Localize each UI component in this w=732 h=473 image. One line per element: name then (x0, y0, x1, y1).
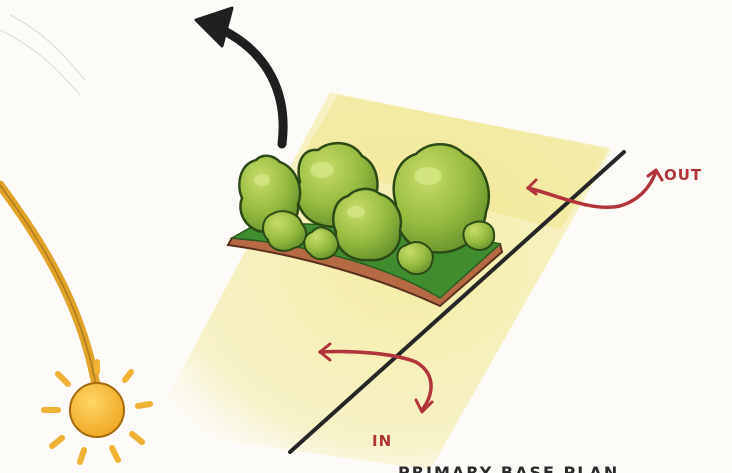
out-label: OUT (664, 166, 702, 184)
tree (333, 189, 401, 260)
bottom-caption: PRIMARY BASE PLAN (398, 463, 619, 473)
sketch-marks (0, 15, 85, 95)
in-label: IN (372, 432, 392, 450)
curved-arrow-up-icon (196, 8, 283, 144)
tree (463, 222, 494, 250)
sun-path (0, 185, 96, 385)
tree (397, 242, 432, 274)
